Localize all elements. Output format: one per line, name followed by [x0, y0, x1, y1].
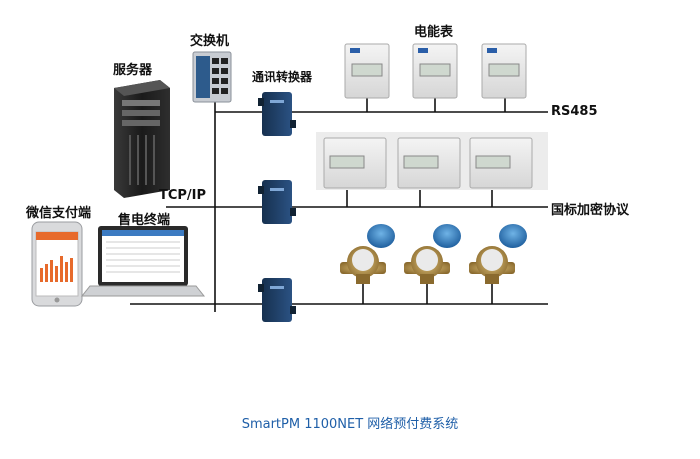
label-meter-group: 电能表 [414, 25, 454, 40]
water-meter-3 [469, 224, 527, 284]
water-meter-2 [404, 224, 461, 284]
water-meter-1 [340, 224, 395, 284]
converter-1 [258, 92, 296, 136]
label-sales-terminal: 售电终端 [118, 213, 171, 228]
label-converter: 通讯转换器 [252, 70, 313, 84]
server-tower [114, 80, 170, 198]
three-phase-meter-panel [316, 132, 548, 190]
label-wechat-terminal: 微信支付端 [26, 206, 92, 221]
energy-meter-3 [481, 43, 527, 99]
label-server: 服务器 [113, 63, 153, 78]
smartphone [31, 221, 83, 307]
network-switch [192, 51, 232, 103]
laptop [80, 226, 206, 297]
converter-2 [258, 180, 296, 224]
converter-3 [258, 278, 296, 322]
label-protocol: 国标加密协议 [551, 203, 630, 218]
label-switch: 交换机 [190, 34, 230, 49]
label-rs485: RS485 [551, 104, 598, 119]
caption: SmartPM 1100NET 网络预付费系统 [241, 417, 459, 432]
energy-meter-1 [344, 43, 390, 99]
energy-meter-2 [412, 43, 458, 99]
label-tcpip: TCP/IP [159, 188, 207, 203]
